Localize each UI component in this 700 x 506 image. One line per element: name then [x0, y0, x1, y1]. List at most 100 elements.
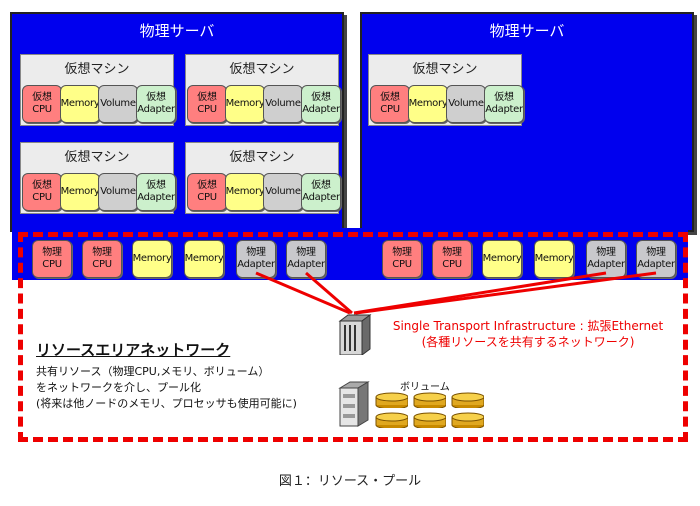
chip-label: CPU	[92, 259, 112, 270]
chip-label: 物理	[296, 247, 316, 258]
chip-label: 物理	[42, 247, 62, 258]
memory-chip: Memory	[132, 240, 172, 278]
memory-chip: Memory	[184, 240, 224, 278]
chip-label: 物理	[92, 247, 112, 258]
memory-chip: Memory	[408, 85, 448, 123]
chip-label: 仮想	[380, 92, 400, 103]
resource-area-network-title: リソースエリアネットワーク	[36, 341, 231, 359]
description-line: をネットワークを介し、プール化	[36, 381, 201, 394]
chip-label: Adapter	[302, 192, 340, 203]
chip-label: Volume	[100, 186, 136, 197]
transport-infrastructure-label: Single Transport Infrastructure : 拡張Ethe…	[375, 318, 681, 350]
chip-label: CPU	[42, 259, 62, 270]
chip-label: Volume	[265, 186, 301, 197]
chip-label: Memory	[408, 98, 448, 109]
volume-chip: Volume	[98, 173, 138, 211]
chip-label: Adapter	[302, 104, 340, 115]
chip-label: 仮想	[311, 180, 331, 191]
vm-title: 仮想マシン	[64, 150, 130, 165]
chip-label: Volume	[265, 98, 301, 109]
chip-label: Adapter	[137, 104, 175, 115]
chip-label: CPU	[32, 104, 52, 115]
figure-caption: 図１：リソース・プール	[278, 474, 422, 489]
volume-disk-icon	[413, 392, 446, 408]
memory-chip: Memory	[60, 85, 100, 123]
chip-label: 物理	[646, 247, 666, 258]
chip-label: Memory	[225, 186, 265, 197]
chip-label: Adapter	[137, 192, 175, 203]
volume-chip: Volume	[98, 85, 138, 123]
resource-area-network-border	[18, 232, 688, 442]
chip-label: CPU	[197, 104, 217, 115]
chip-label: CPU	[442, 259, 462, 270]
chip-label: Adapter	[637, 259, 675, 270]
memory-chip: Memory	[534, 240, 574, 278]
vm-title: 仮想マシン	[229, 150, 295, 165]
storage-server-icon	[338, 381, 370, 427]
chip-label: 仮想	[32, 180, 52, 191]
chip-label: Memory	[184, 253, 224, 264]
chip-label: Memory	[225, 98, 265, 109]
volume-disk-icon	[451, 412, 484, 428]
vm-title: 仮想マシン	[64, 62, 130, 77]
volume-chip: Volume	[263, 85, 303, 123]
chip-label: CPU	[32, 192, 52, 203]
volume-disk-icon	[451, 392, 484, 408]
chip-label: Adapter	[287, 259, 325, 270]
volume-label: ボリューム	[400, 382, 450, 393]
volume-disk-icon	[413, 412, 446, 428]
chip-label: 仮想	[197, 92, 217, 103]
vm-title: 仮想マシン	[412, 62, 478, 77]
chip-label: Adapter	[485, 104, 523, 115]
chip-label: CPU	[197, 192, 217, 203]
volume-chip: Volume	[263, 173, 303, 211]
resource-area-network-description: 共有リソース（物理CPU,メモリ、ボリューム） をネットワークを介し、プール化 …	[36, 364, 297, 412]
chip-label: 仮想	[146, 92, 166, 103]
chip-label: CPU	[380, 104, 400, 115]
chip-label: CPU	[392, 259, 412, 270]
chip-label: 仮想	[146, 180, 166, 191]
chip-label: Memory	[60, 186, 100, 197]
chip-label: 仮想	[311, 92, 331, 103]
chip-label: Adapter	[237, 259, 275, 270]
memory-chip: Memory	[482, 240, 522, 278]
volume-disk-icon	[375, 412, 408, 428]
chip-label: Memory	[132, 253, 172, 264]
network-switch-icon	[338, 314, 372, 355]
chip-label: Memory	[60, 98, 100, 109]
chip-label: 物理	[246, 247, 266, 258]
server-title: 物理サーバ	[139, 22, 215, 40]
chip-label: Memory	[482, 253, 522, 264]
chip-label: 仮想	[197, 180, 217, 191]
description-line: 共有リソース（物理CPU,メモリ、ボリューム）	[36, 365, 270, 378]
vm-title: 仮想マシン	[229, 62, 295, 77]
memory-chip: Memory	[225, 173, 265, 211]
volume-chip: Volume	[446, 85, 486, 123]
volume-disk-icon	[375, 392, 408, 408]
chip-label: Volume	[448, 98, 484, 109]
chip-label: 物理	[392, 247, 412, 258]
chip-label: 仮想	[494, 92, 514, 103]
chip-label: 物理	[442, 247, 462, 258]
chip-label: 仮想	[32, 92, 52, 103]
